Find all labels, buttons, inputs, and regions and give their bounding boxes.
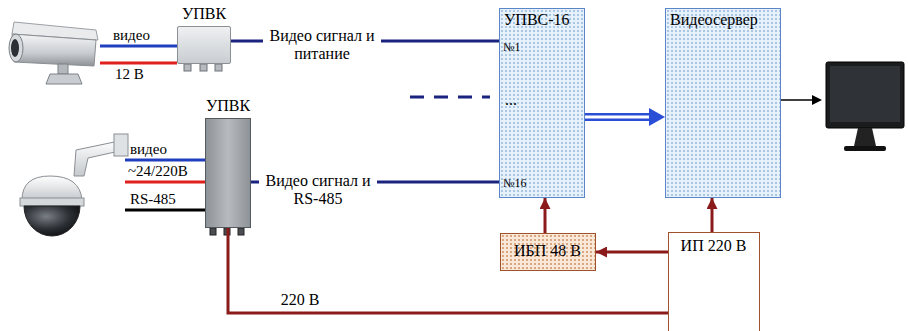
connector-label: Видео сигнал и RS-485 [259,172,377,207]
junction-box: УПВК [177,26,231,64]
port-label: №16 [503,177,526,191]
signal-label: ~24/220В [128,163,188,180]
bullet-camera [9,22,98,84]
power-supply-box: ИП 220 В [668,232,760,331]
connector-label-text: Видео сигнал и питание [269,27,374,62]
node-title: ИП 220 В [681,237,747,255]
connector-label: Видео сигнал и питание [263,27,381,62]
node-title: Видеосервер [670,11,758,29]
power-wire [125,181,206,184]
node-title: УПВС-16 [504,11,570,29]
connector [712,198,713,232]
node-title: УПВК [182,5,226,23]
junction-box: УПВК [205,118,251,228]
ups-box: ИБП 48 В [500,233,596,271]
connector [584,108,665,126]
port-label: №1 [503,41,520,55]
signal-label: видео [113,27,150,44]
connector [545,198,546,233]
connector-label-text: 220 В [281,291,320,308]
video-server: Видеосервер [665,8,781,198]
video-wire [100,45,177,48]
connector [228,228,668,313]
connector [596,252,668,253]
terminals [184,64,222,71]
power-wire [100,62,177,65]
rs485-wire [125,209,206,212]
dashed-line [410,96,490,99]
connector-label-text: Видео сигнал и RS-485 [265,172,370,207]
connector-label: 220 В [257,291,343,309]
signal-label: 12 В [115,66,144,83]
receiver-unit: УПВС-16 №1... №16 [499,8,585,198]
signal-label: RS-485 [130,191,176,208]
dome-camera [20,134,128,236]
node-title: ИБП 48 В [514,242,581,260]
port-label: ... [505,91,517,109]
node-title: УПВК [206,97,250,115]
signal-label: видео [130,141,167,158]
monitor [781,62,904,151]
video-wire [125,159,206,162]
